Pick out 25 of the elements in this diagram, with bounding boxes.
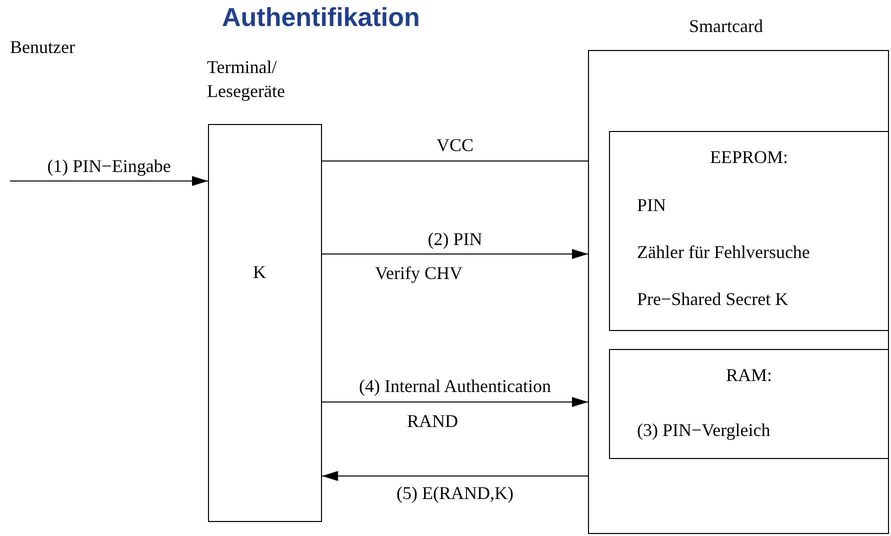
arrow <box>322 397 588 407</box>
connector-line <box>322 160 588 162</box>
memory-entry: Pre−Shared Secret K <box>637 288 790 311</box>
text-label: RAND <box>407 410 458 432</box>
memory-entry: PIN <box>637 194 668 217</box>
arrow <box>322 471 588 481</box>
arrow <box>10 176 208 186</box>
edge-label: (5) E(RAND,K) <box>396 482 514 504</box>
edge-label: (1) PIN−Eingabe <box>47 155 171 177</box>
arrow <box>322 249 588 259</box>
node-heading: Smartcard <box>689 15 763 38</box>
text-label: Verify CHV <box>375 262 462 284</box>
memory-heading: RAM: <box>726 364 773 387</box>
memory-box <box>609 349 889 459</box>
memory-heading: EEPROM: <box>710 146 789 169</box>
memory-box <box>609 131 889 331</box>
memory-entry: (3) PIN−Vergleich <box>637 419 772 442</box>
node-text: K <box>253 261 266 284</box>
diagram-title: Authentifikation <box>222 1 420 34</box>
text-label: Benutzer <box>10 36 75 58</box>
edge-label: (4) Internal Authentication <box>359 375 551 397</box>
edge-label: (2) PIN <box>428 228 482 250</box>
node-heading: Terminal/ Lesegeräte <box>207 56 286 103</box>
edge-label: VCC <box>436 134 474 156</box>
memory-entry: Zähler für Fehlversuche <box>637 241 811 264</box>
